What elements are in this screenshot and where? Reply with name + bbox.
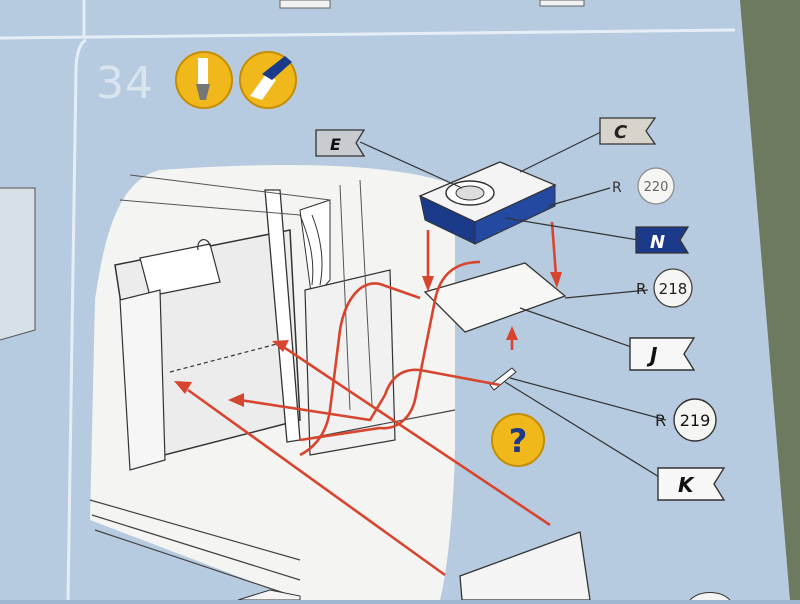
panel-part-j bbox=[423, 262, 567, 333]
help-badge-symbol: ? bbox=[509, 422, 528, 460]
ref-218-prefix: R bbox=[636, 280, 646, 298]
stove-part bbox=[418, 161, 557, 245]
sink bbox=[139, 243, 221, 297]
flag-k: K bbox=[657, 467, 726, 501]
ref-220: R 220 bbox=[612, 167, 675, 205]
ref-219: R 219 bbox=[655, 398, 717, 442]
ref-220-number: 220 bbox=[644, 180, 669, 195]
panel-border-top bbox=[0, 28, 736, 40]
ref-219-prefix: R bbox=[655, 411, 666, 430]
tap bbox=[197, 239, 211, 251]
help-badge: ? bbox=[491, 413, 545, 467]
flag-k-label: K bbox=[678, 473, 695, 497]
assembly-arrows bbox=[187, 221, 558, 577]
flag-n: N bbox=[635, 226, 690, 254]
ref-219-number: 219 bbox=[680, 411, 711, 430]
glue-icon bbox=[239, 51, 297, 109]
ref-218: R 218 bbox=[636, 268, 693, 308]
desk-surface bbox=[740, 0, 800, 600]
arrowheads bbox=[174, 272, 562, 407]
van-interior-drawing bbox=[89, 165, 456, 600]
flag-c-label: C bbox=[614, 122, 628, 143]
panel-border-left bbox=[66, 38, 87, 601]
prev-step-fragment bbox=[0, 187, 36, 341]
flag-n-label: N bbox=[650, 232, 665, 253]
flag-e: E bbox=[315, 129, 366, 157]
step-number: 34 bbox=[96, 58, 154, 109]
flag-e-label: E bbox=[330, 135, 341, 154]
leader-lines bbox=[359, 129, 667, 481]
ref-218-number: 218 bbox=[659, 280, 688, 298]
ref-220-prefix: R bbox=[612, 180, 622, 196]
flag-c: C bbox=[599, 117, 657, 145]
paint-brush-icon bbox=[175, 51, 233, 109]
flag-j: J bbox=[629, 337, 696, 371]
